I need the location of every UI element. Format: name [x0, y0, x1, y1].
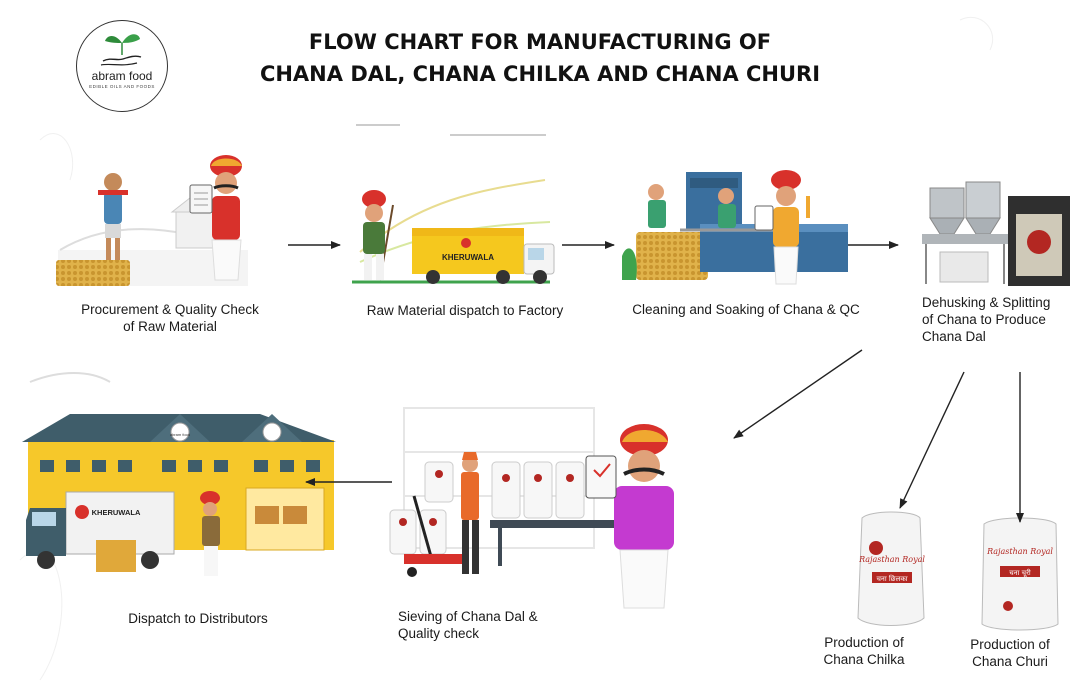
caption-cleaning: Cleaning and Soaking of Chana & QC	[632, 302, 860, 317]
truck-brand: KHERUWALA	[442, 253, 494, 262]
truck-brand-2: KHERUWALA	[92, 508, 141, 517]
churi-sack: Rajasthan Royal चना चूरी	[981, 517, 1059, 631]
caption-churi: Production of Chana Churi	[970, 637, 1050, 669]
truck-scene: KHERUWALA	[352, 124, 555, 284]
flow-arrows	[288, 241, 1024, 523]
arrow-dehusking-to-chilka	[899, 371, 965, 509]
cleaning-scene	[622, 170, 848, 285]
arrow-dehusking-to-sieving	[733, 349, 863, 439]
churi-sack-label: चना चूरी	[1009, 568, 1031, 577]
chilka-sack-brand: Rajasthan Royal	[858, 555, 925, 564]
caption-procurement: Procurement & Quality Check of Raw Mater…	[81, 302, 259, 334]
caption-dehusking: Dehusking & Splitting of Chana to Produc…	[922, 295, 1051, 344]
logo-tagline: EDIBLE OILS AND FOODS	[89, 84, 155, 89]
page-title: FLOW CHART FOR MANUFACTURING OF CHANA DA…	[200, 26, 880, 90]
chilka-sack-label: चना छिलका	[876, 574, 907, 583]
caption-chilka: Production of Chana Chilka	[823, 635, 905, 667]
title-line-1: FLOW CHART FOR MANUFACTURING OF	[308, 30, 772, 54]
warehouse-brand: abram food	[170, 432, 190, 437]
churi-sack-brand: Rajasthan Royal	[986, 547, 1053, 556]
leaf-hand-icon	[100, 34, 142, 66]
caption-dispatch-distributors: Dispatch to Distributors	[128, 611, 268, 626]
logo-name: abram food	[91, 69, 153, 83]
chilka-sack: Rajasthan Royal चना छिलका	[857, 511, 925, 626]
warehouse-scene: abram food KHERUWALA	[22, 372, 336, 576]
sieving-scene	[389, 407, 674, 609]
caption-sieving: Sieving of Chana Dal & Quality check	[398, 609, 538, 641]
abram-food-logo: abram food EDIBLE OILS AND FOODS	[76, 20, 168, 112]
caption-dispatch-to-factory: Raw Material dispatch to Factory	[366, 303, 564, 318]
dehusking-scene	[922, 181, 1070, 286]
title-line-2: CHANA DAL, CHANA CHILKA AND CHANA CHURI	[259, 62, 821, 86]
procurement-scene	[56, 155, 248, 286]
background-decoration	[19, 16, 994, 681]
